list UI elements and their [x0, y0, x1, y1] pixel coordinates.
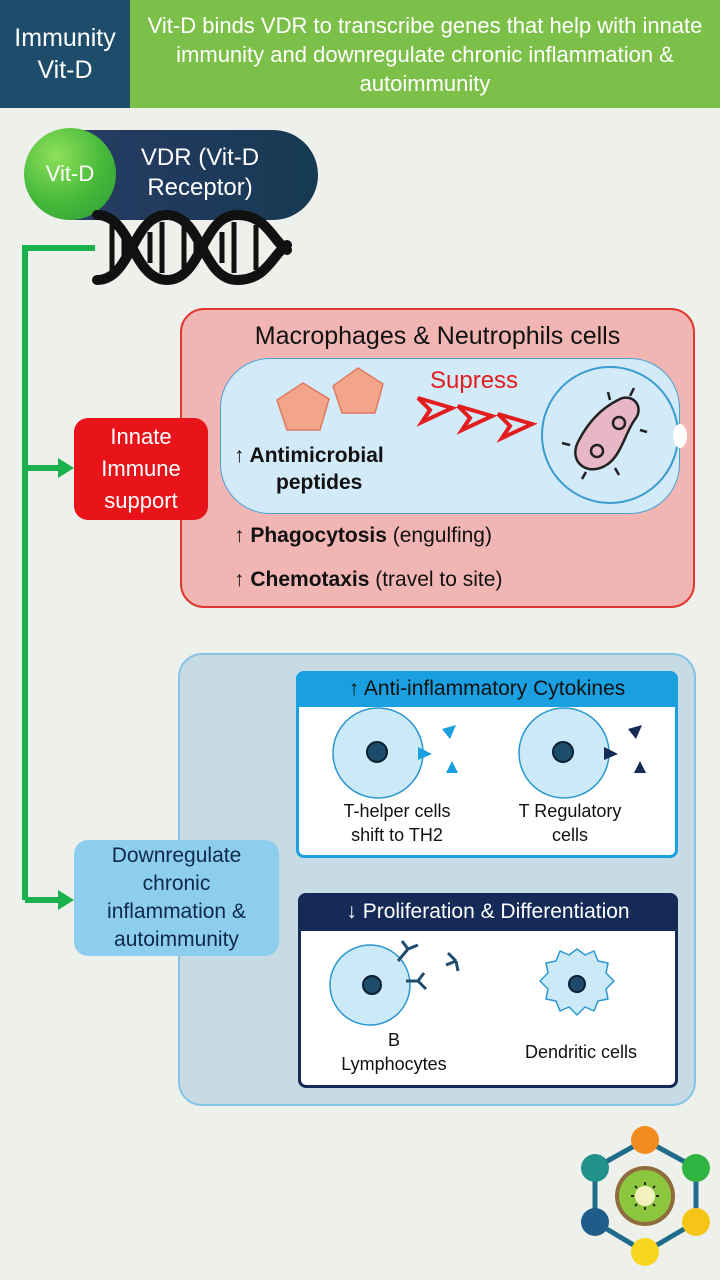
dna-helix-icon [92, 209, 292, 286]
antimicrobial-line1: ↑ Antimicrobial [234, 444, 384, 467]
b-lymphocyte-line2: Lymphocytes [341, 1054, 447, 1074]
downregulate-line4: autoimmunity [114, 928, 239, 951]
chemotaxis-term: Chemotaxis [250, 568, 370, 591]
downregulate-line1: Downregulate [111, 844, 242, 867]
summary-banner: Vit-D binds VDR to transcribe genes that… [130, 0, 720, 108]
suppression-illustration [276, 366, 687, 504]
innate-label-line3: support [104, 488, 178, 513]
chevron-right-icon [496, 412, 538, 443]
dendritic-caption: Dendritic cells [524, 1042, 638, 1062]
kiwi-hexagon-logo [581, 1126, 710, 1266]
t-regulatory-cell-icon [518, 707, 646, 799]
summary-text: Vit-D binds VDR to transcribe genes that… [147, 12, 703, 96]
vdr-label-line2: Receptor) [147, 174, 253, 201]
topic-line2: Vit-D [37, 56, 93, 84]
chemotaxis-note: (travel to site) [375, 568, 503, 591]
innate-label-line1: Innate [110, 424, 172, 449]
downregulate-line2: chronic [142, 872, 211, 895]
b-lymphocyte-caption: B Lymphocytes [312, 1028, 476, 1076]
cytokines-panel-title: ↑ Anti-inflammatory Cytokines [296, 671, 678, 707]
bacteria-icon [561, 387, 648, 480]
t-helper-line2: shift to TH2 [351, 825, 443, 845]
b-lymphocyte-icon [329, 940, 460, 1026]
dendritic-cell-icon [539, 948, 615, 1016]
phagocytosis-note: (engulfing) [392, 524, 492, 547]
vdr-label-line1: VDR (Vit-D [140, 144, 260, 171]
topic-line1: Immunity [14, 24, 116, 52]
t-helper-cell-icon [332, 707, 458, 799]
phagocytosis-term: Phagocytosis [250, 524, 387, 547]
t-regulatory-caption: T Regulatory cells [488, 799, 652, 847]
downregulate-line3: inflammation & [107, 900, 246, 923]
proliferation-panel-title: ↓ Proliferation & Differentiation [298, 893, 678, 931]
antimicrobial-line2: peptides [276, 471, 363, 494]
vitd-ligand-label: Vit-D [45, 161, 95, 186]
cytokine-cells-illustration [332, 707, 646, 799]
t-helper-caption: T-helper cells shift to TH2 [300, 799, 494, 847]
chemotaxis-text: ↑ Chemotaxis (travel to site) [234, 568, 502, 592]
innate-label-line2: Immune [101, 456, 181, 481]
vitd-ligand: Vit-D [24, 128, 116, 220]
antimicrobial-peptides-text: ↑ Antimicrobial peptides [234, 442, 384, 496]
b-lymphocyte-line1: B [387, 1030, 400, 1050]
phagocytosis-text: ↑ Phagocytosis (engulfing) [234, 524, 492, 548]
antimicrobial-peptide-icon [276, 382, 330, 431]
t-helper-line1: T-helper cells [343, 801, 451, 821]
phagocytosis-arrow: ↑ [234, 524, 245, 547]
chevron-right-icon [416, 396, 458, 427]
chemotaxis-arrow: ↑ [234, 568, 245, 591]
downregulate-chronic-label: Downregulate chronic inflammation & auto… [74, 840, 279, 956]
innate-immune-support-label: Innate Immune support [74, 418, 208, 520]
vdr-label: VDR (Vit-D Receptor) [110, 143, 290, 203]
proliferation-cells-illustration [329, 940, 615, 1026]
antimicrobial-peptide-icon [332, 367, 384, 414]
topic-badge: Immunity Vit-D [0, 0, 130, 108]
t-regulatory-line1: T Regulatory [518, 801, 622, 821]
suppress-label: Supress [430, 367, 519, 394]
t-regulatory-line2: cells [551, 825, 588, 845]
innate-panel-title: Macrophages & Neutrophils cells [254, 322, 621, 350]
chevron-right-icon [456, 404, 498, 435]
